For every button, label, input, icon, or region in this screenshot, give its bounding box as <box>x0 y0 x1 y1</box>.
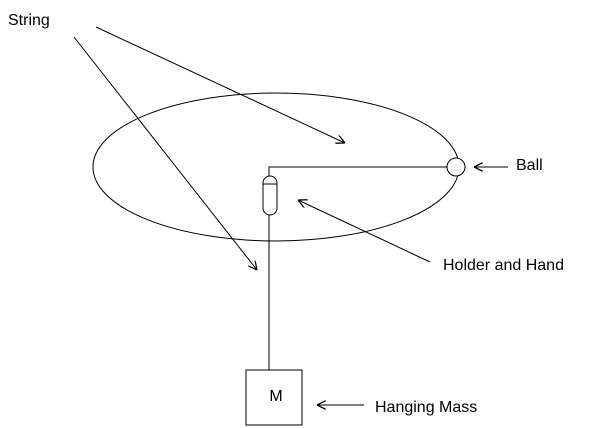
string-pointer-arrow-lower <box>73 36 257 270</box>
string-label: String <box>8 12 50 29</box>
holder-tube <box>262 175 278 216</box>
holder-label: Holder and Hand <box>443 257 564 274</box>
string-to-ball <box>268 166 447 176</box>
holder-pointer-arrow <box>298 200 431 263</box>
ball-label: Ball <box>516 157 543 174</box>
mass-symbol: M <box>269 388 283 405</box>
ball <box>446 157 466 177</box>
hanging-mass-label: Hanging Mass <box>375 399 478 416</box>
hanging-mass-box <box>245 369 303 426</box>
string-pointer-arrow-upper <box>95 26 345 143</box>
